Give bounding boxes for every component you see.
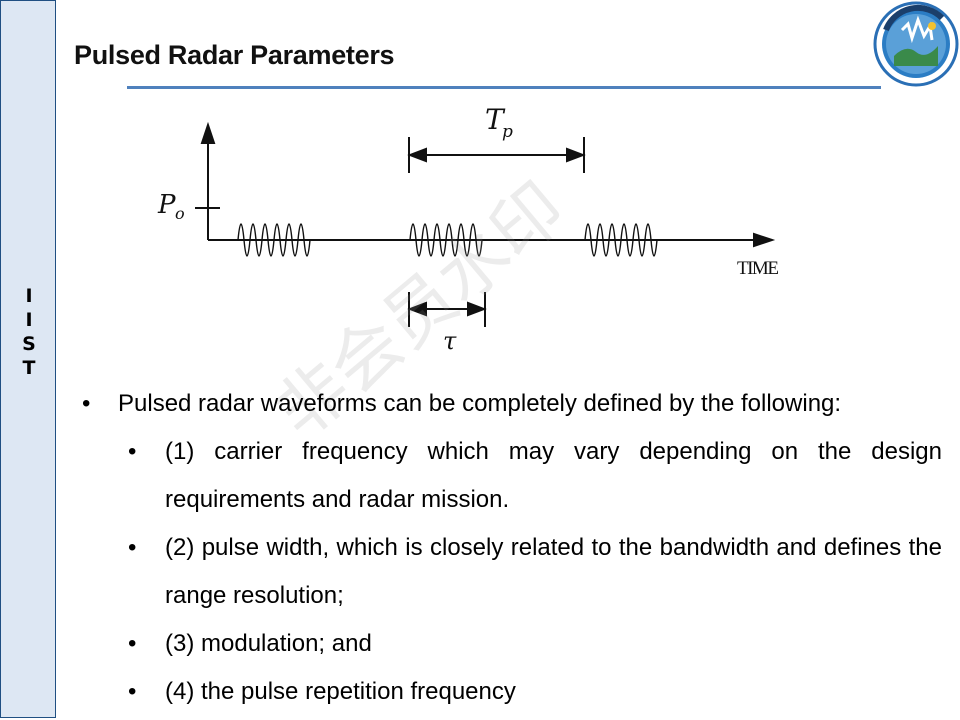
bullet-main: Pulsed radar waveforms can be completely… [82, 380, 942, 428]
pulse-2 [409, 223, 483, 257]
iist-logo-icon [873, 1, 959, 87]
time-axis-arrow [753, 232, 776, 248]
pulse-3 [584, 223, 658, 257]
power-label-subscript: o [175, 204, 185, 223]
page-title: Pulsed Radar Parameters [74, 40, 395, 70]
period-label: T [485, 103, 506, 136]
power-label: P [157, 190, 176, 220]
pulse-1 [237, 223, 311, 257]
power-axis-arrow [200, 121, 216, 144]
side-letter: T [22, 357, 36, 379]
bullet-item: (2) pulse width, which is closely relate… [82, 524, 942, 620]
side-letter: I [25, 285, 33, 307]
time-label: TIME [737, 258, 778, 279]
side-letter: I [25, 309, 33, 331]
pulsed-radar-diagram: P o T p τ TIME [157, 103, 780, 355]
bullet-item: (4) the pulse repetition frequency [82, 668, 942, 716]
bullet-list: Pulsed radar waveforms can be completely… [82, 380, 942, 716]
bullet-item: (1) carrier frequency which may vary dep… [82, 428, 942, 524]
title-underline [127, 86, 881, 89]
side-letter: S [22, 333, 36, 355]
bullet-item: (3) modulation; and [82, 620, 942, 668]
pulse-width-label: τ [443, 327, 457, 355]
side-band: I I S T [0, 0, 56, 718]
side-letters: I I S T [1, 284, 57, 380]
period-label-subscript: p [502, 122, 513, 142]
